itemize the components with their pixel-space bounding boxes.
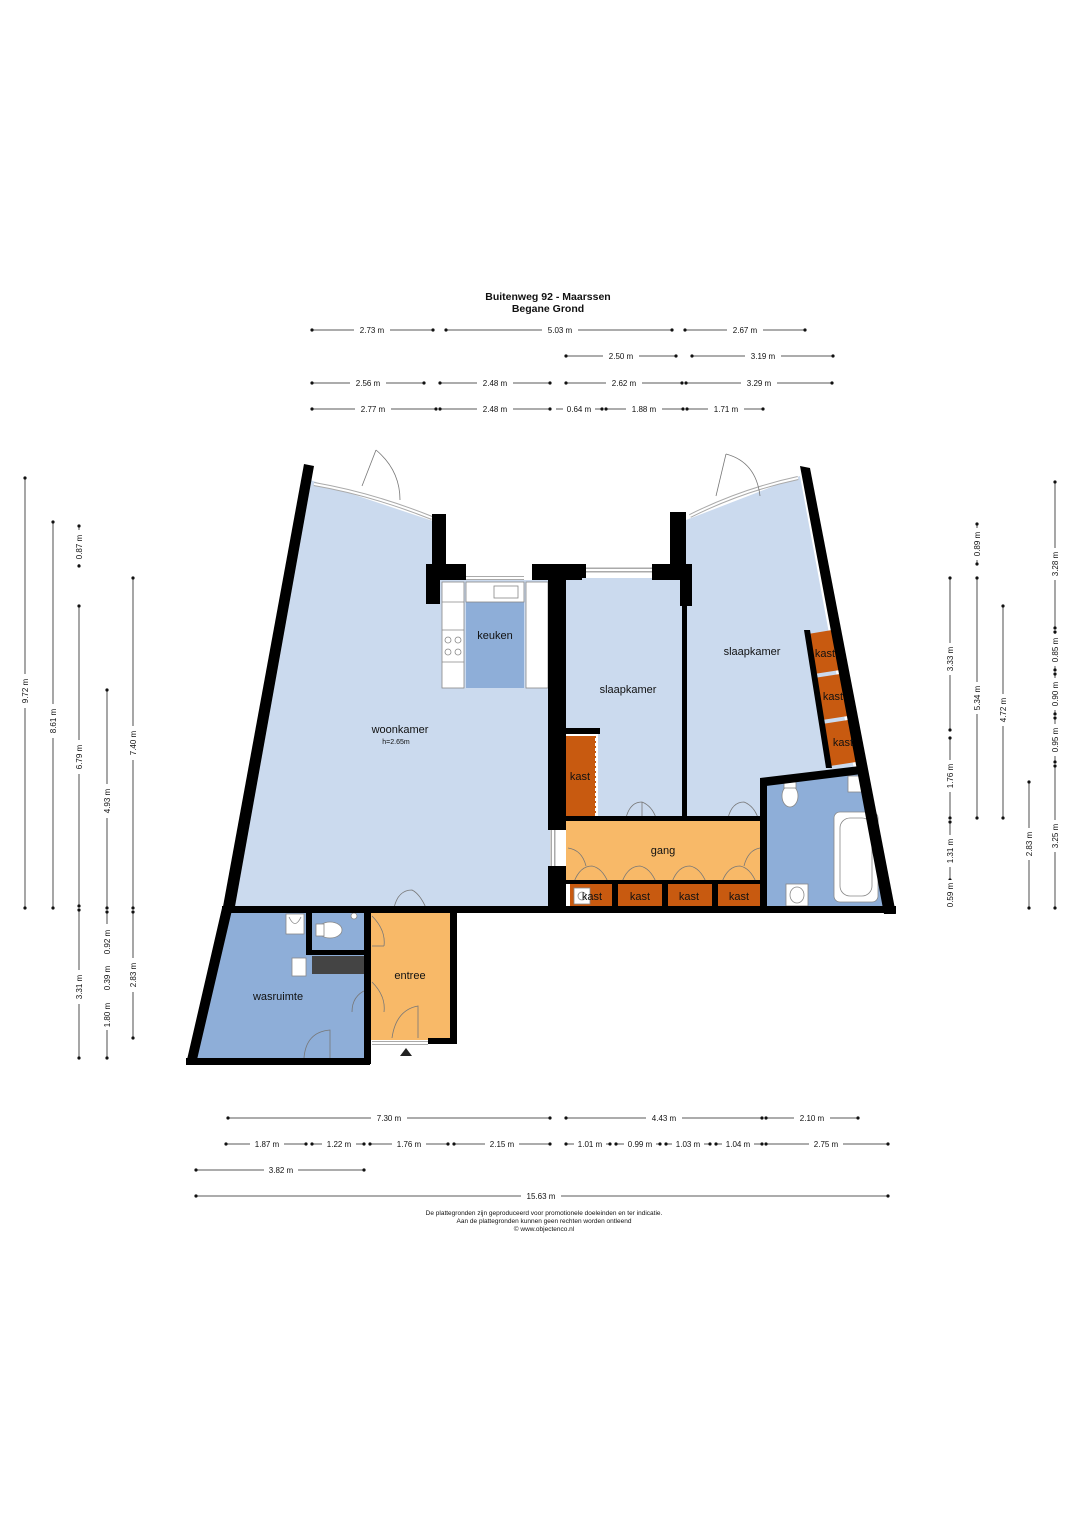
bottom-dimensions: 7.30 m 4.43 m 2.10 m 1.87 m 1.22 m 1.76 … — [194, 1113, 890, 1201]
left-dimensions: 9.72 m 8.61 m 0.87 m 6.79 m 3.31 m 4.93 … — [20, 476, 138, 1060]
label-kast-7: kast — [823, 691, 843, 703]
right-dimensions: 3.33 m 1.76 m 1.31 m 0.59 m 0.89 m 5.34 … — [945, 480, 1060, 910]
dim-bottom-2-8: 1.04 m — [726, 1140, 751, 1149]
label-kast-8: kast — [833, 737, 853, 749]
dim-right-2-2: 5.34 m — [973, 685, 982, 710]
label-entree: entree — [394, 970, 425, 982]
dim-top-4-4: 1.88 m — [632, 405, 657, 414]
dim-left-3-2: 6.79 m — [75, 744, 84, 769]
plan-title: Buitenweg 92 - Maarssen — [485, 291, 610, 303]
dim-right-5-2: 0.85 m — [1051, 637, 1060, 662]
dim-bottom-2-9: 2.75 m — [814, 1140, 839, 1149]
kast-right-3 — [822, 720, 856, 766]
dim-right-5-3: 0.90 m — [1051, 681, 1060, 706]
dim-right-1-4: 0.59 m — [946, 882, 955, 907]
dim-top-2-1: 2.50 m — [609, 352, 634, 361]
walls — [186, 464, 896, 1065]
footer-line-2: Aan de plattegronden kunnen geen rechten… — [457, 1218, 632, 1225]
dim-left-5-2: 2.83 m — [129, 962, 138, 987]
dim-left-1: 9.72 m — [21, 678, 30, 703]
dim-top-3-2: 2.48 m — [483, 379, 508, 388]
dim-left-4-1: 4.93 m — [103, 788, 112, 813]
room-woonkamer — [230, 480, 550, 910]
dim-bottom-1-1: 7.30 m — [377, 1114, 402, 1123]
label-wasruimte: wasruimte — [252, 991, 303, 1003]
dim-top-4-3: 0.64 m — [567, 405, 592, 414]
dim-top-3-3: 2.62 m — [612, 379, 637, 388]
label-kast-2: kast — [582, 891, 602, 903]
kast-gang-left — [566, 736, 596, 816]
dim-top-2-2: 3.19 m — [751, 352, 776, 361]
label-slaapkamer-1: slaapkamer — [600, 684, 657, 696]
dim-right-1-1: 3.33 m — [946, 646, 955, 671]
dim-right-1-3: 1.31 m — [946, 838, 955, 863]
dim-bottom-2-1: 1.87 m — [255, 1140, 280, 1149]
label-woonkamer: woonkamer — [371, 724, 429, 736]
dim-left-5-1: 7.40 m — [129, 730, 138, 755]
dim-bottom-2-2: 1.22 m — [327, 1140, 352, 1149]
label-kast-4: kast — [679, 891, 699, 903]
dim-right-4-1: 2.83 m — [1025, 831, 1034, 856]
label-kast-5: kast — [729, 891, 749, 903]
room-slaapkamer-2 — [686, 476, 856, 818]
room-labels: woonkamer h=2.65m keuken slaapkamer slaa… — [252, 630, 853, 1003]
dim-bottom-2-5: 1.01 m — [578, 1140, 603, 1149]
kast-right-1 — [808, 630, 840, 674]
kast-bottom-2 — [618, 884, 662, 908]
room-keuken-floor — [466, 602, 524, 688]
dim-top-4-2: 2.48 m — [483, 405, 508, 414]
label-gang: gang — [651, 845, 675, 857]
top-dimensions: 2.73 m 5.03 m 2.67 m 2.50 m 3.19 m 2.56 … — [310, 325, 835, 414]
fixtures — [285, 581, 879, 977]
dim-left-4-3: 0.92 m — [103, 929, 112, 954]
dim-top-1-3: 2.67 m — [733, 326, 758, 335]
label-woonkamer-height: h=2.65m — [382, 739, 410, 746]
dim-right-5-4: 0.95 m — [1051, 727, 1060, 752]
dim-bottom-2-7: 1.03 m — [676, 1140, 701, 1149]
dim-right-1-2: 1.76 m — [946, 763, 955, 788]
dim-right-5-5: 3.25 m — [1051, 823, 1060, 848]
dim-top-4-1: 2.77 m — [361, 405, 386, 414]
dim-bottom-2-6: 0.99 m — [628, 1140, 653, 1149]
room-wasruimte — [192, 912, 366, 1060]
label-kast-3: kast — [630, 891, 650, 903]
entrance-arrow-icon — [400, 1048, 412, 1056]
dim-right-2-1: 0.89 m — [973, 531, 982, 556]
label-keuken: keuken — [477, 630, 512, 642]
dim-top-3-4: 3.29 m — [747, 379, 772, 388]
dim-bottom-2-3: 1.76 m — [397, 1140, 422, 1149]
footer-disclaimer: De plattegronden zijn geproduceerd voor … — [426, 1210, 663, 1233]
label-kast-1: kast — [570, 771, 590, 783]
dim-bottom-2-4: 2.15 m — [490, 1140, 515, 1149]
footer-line-1: De plattegronden zijn geproduceerd voor … — [426, 1210, 663, 1217]
dim-left-2: 8.61 m — [49, 708, 58, 733]
room-slaapkamer-1 — [566, 578, 682, 818]
dim-right-5-1: 3.28 m — [1051, 551, 1060, 576]
kast-bottom-4 — [716, 884, 762, 908]
dim-top-3-1: 2.56 m — [356, 379, 381, 388]
dim-right-3-1: 4.72 m — [999, 697, 1008, 722]
dim-bottom-1-3: 2.10 m — [800, 1114, 825, 1123]
kast-bottom-3 — [666, 884, 712, 908]
plan-subtitle: Begane Grond — [512, 303, 584, 315]
footer-line-3: © www.objectenco.nl — [514, 1225, 575, 1233]
doors — [303, 449, 761, 1059]
dim-left-3-3: 3.31 m — [75, 974, 84, 999]
laundry-counter — [312, 956, 368, 974]
dim-left-3-1: 0.87 m — [75, 534, 84, 559]
dim-bottom-4-1: 15.63 m — [527, 1192, 556, 1201]
dim-top-4-5: 1.71 m — [714, 405, 739, 414]
dim-left-4-4: 1.80 m — [103, 1002, 112, 1027]
dim-bottom-3-1: 3.82 m — [269, 1166, 294, 1175]
label-slaapkamer-2: slaapkamer — [724, 646, 781, 658]
dim-top-1-2: 5.03 m — [548, 326, 573, 335]
dim-bottom-1-2: 4.43 m — [652, 1114, 677, 1123]
label-kast-6: kast — [815, 648, 835, 660]
dim-top-1-1: 2.73 m — [360, 326, 385, 335]
dim-left-4-2: 0.39 m — [103, 965, 112, 990]
